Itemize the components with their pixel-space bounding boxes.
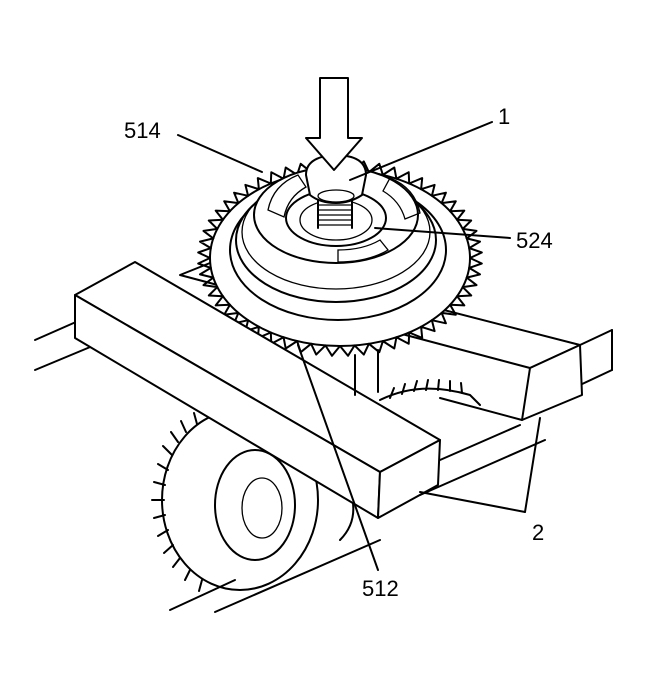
bar-right-lower-edge	[439, 397, 523, 421]
right-background-gear	[379, 379, 481, 406]
leader-512	[297, 344, 379, 571]
leader-2-b	[419, 491, 526, 513]
rail-mid-1	[439, 424, 521, 461]
center-shaft	[354, 349, 379, 396]
hub-window-1	[267, 174, 307, 218]
rail-right-bottom	[579, 369, 613, 386]
callout-512: 512	[362, 576, 399, 601]
right-gear-arc	[379, 387, 481, 406]
rail-right-top	[579, 329, 613, 346]
lower-gear-bore	[241, 477, 283, 539]
hub-window-2	[382, 177, 421, 220]
support-bar-left	[74, 261, 441, 519]
hub-window-3	[337, 239, 389, 263]
leader-524	[374, 227, 511, 239]
arrow-down-icon	[305, 77, 363, 171]
rail-bottom-2	[214, 539, 381, 613]
rail-left-bottom	[34, 344, 96, 371]
callout-514: 514	[124, 118, 161, 143]
rail-mid-2	[419, 439, 546, 496]
leader-lines	[177, 121, 541, 571]
callout-2: 2	[532, 520, 544, 545]
bar-right-end	[521, 344, 583, 421]
callout-1: 1	[498, 104, 510, 129]
rail-bottom-1	[169, 579, 236, 611]
lower-gear-teeth	[151, 412, 203, 592]
main-gear-teeth	[197, 159, 483, 357]
leader-2-a	[524, 417, 541, 513]
lower-gear-hub	[214, 449, 296, 561]
callout-524: 524	[516, 228, 553, 253]
main-gear-512	[197, 154, 483, 357]
leader-1	[349, 121, 493, 181]
press-tool-tip	[317, 189, 355, 203]
support-rails	[34, 317, 613, 613]
leader-514	[177, 134, 263, 173]
bar-left-end	[377, 439, 441, 519]
press-arrow	[305, 77, 363, 171]
right-gear-teeth	[389, 379, 463, 399]
